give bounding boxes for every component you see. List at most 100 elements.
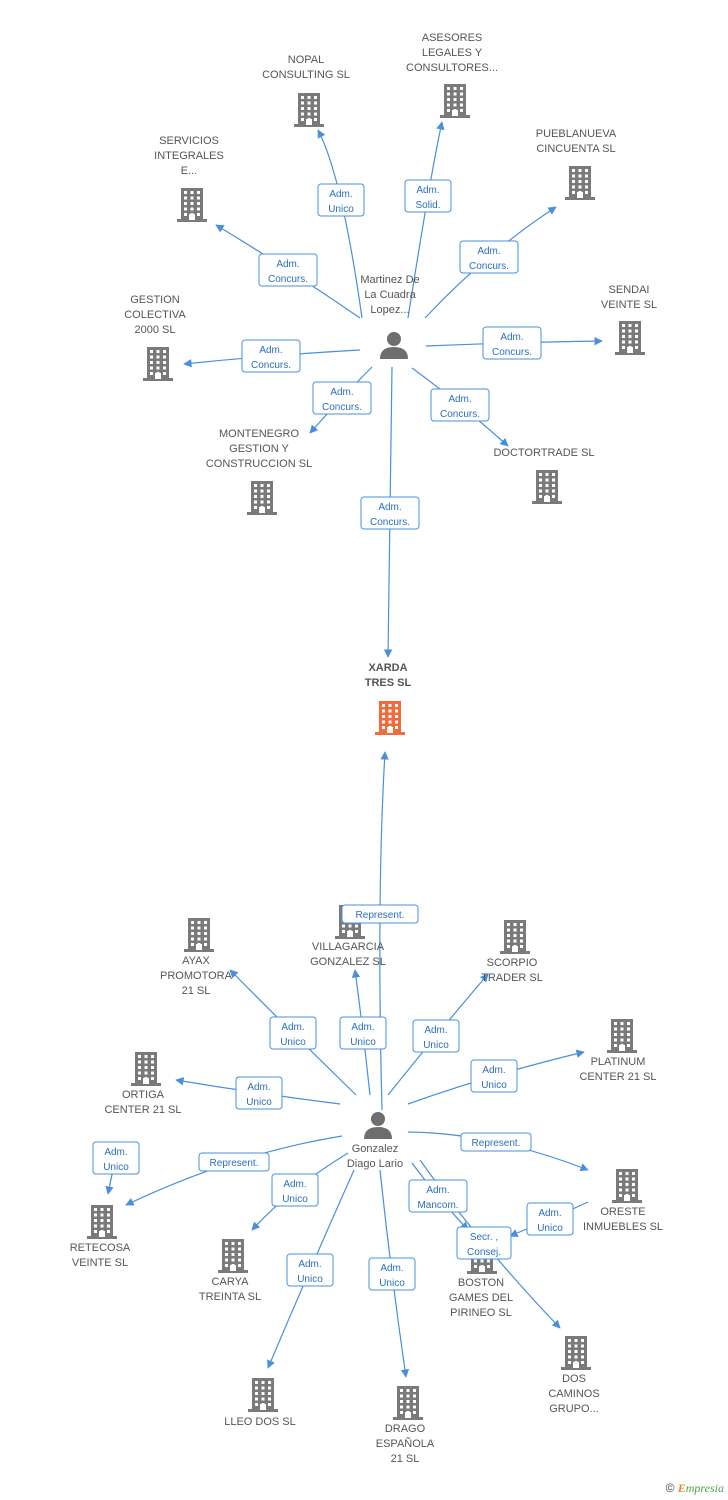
node-label[interactable]: GAMES DEL xyxy=(449,1292,513,1304)
role-badge[interactable]: Adm.Unico xyxy=(368,1257,416,1291)
building-icon[interactable] xyxy=(184,918,214,952)
node-label[interactable]: INMUEBLES SL xyxy=(583,1221,663,1233)
role-badge[interactable]: Adm.Concurs. xyxy=(430,388,490,422)
center-company-icon[interactable] xyxy=(375,701,405,735)
node-label[interactable]: LEGALES Y xyxy=(422,47,483,59)
person-icon[interactable] xyxy=(380,332,408,359)
node-label[interactable]: GESTION Y xyxy=(229,443,289,455)
node-label[interactable]: CAMINOS xyxy=(548,1388,599,1400)
role-badge[interactable]: Represent. xyxy=(460,1132,532,1152)
building-icon[interactable] xyxy=(440,84,470,118)
node-label[interactable]: TRES SL xyxy=(365,677,412,689)
node-label[interactable]: VEINTE SL xyxy=(72,1257,128,1269)
node-label[interactable]: LLEO DOS SL xyxy=(224,1416,296,1428)
role-badge[interactable]: Adm.Unico xyxy=(317,183,365,217)
node-label[interactable]: AYAX xyxy=(182,955,210,967)
node-label[interactable]: SCORPIO xyxy=(487,957,538,969)
role-badge[interactable]: Adm.Concurs. xyxy=(482,326,542,360)
building-icon[interactable] xyxy=(532,470,562,504)
node-label[interactable]: VILLAGARCIA xyxy=(312,941,385,953)
building-icon[interactable] xyxy=(393,1386,423,1420)
node-label[interactable]: ORESTE xyxy=(600,1206,645,1218)
node-label[interactable]: GONZALEZ SL xyxy=(310,956,386,968)
node-label[interactable]: PROMOTORA xyxy=(160,970,233,982)
building-icon[interactable] xyxy=(612,1169,642,1203)
node-label[interactable]: SENDAI xyxy=(609,284,650,296)
node-label[interactable]: ASESORES xyxy=(422,32,483,44)
role-badge[interactable]: Represent. xyxy=(341,904,419,924)
node-label[interactable]: MONTENEGRO xyxy=(219,428,300,440)
node-label[interactable]: CONSTRUCCION SL xyxy=(206,458,312,470)
building-icon[interactable] xyxy=(248,1378,278,1412)
role-badge[interactable]: Adm.Solid. xyxy=(404,179,452,213)
node-label[interactable]: 2000 SL xyxy=(135,324,176,336)
node-label[interactable]: E... xyxy=(181,165,198,177)
node-label[interactable]: TREINTA SL xyxy=(199,1291,261,1303)
node-label[interactable]: INTEGRALES xyxy=(154,150,224,162)
role-badge[interactable]: Adm.Unico xyxy=(339,1016,387,1050)
building-icon[interactable] xyxy=(615,321,645,355)
node-label[interactable]: DOS xyxy=(562,1373,586,1385)
node-label[interactable]: CONSULTING SL xyxy=(262,69,350,81)
node-label[interactable]: COLECTIVA xyxy=(124,309,186,321)
node-label[interactable]: PUEBLANUEVA xyxy=(536,128,617,140)
role-label: Mancom. xyxy=(417,1200,458,1211)
node-label[interactable]: DRAGO xyxy=(385,1423,426,1435)
node-label[interactable]: XARDA xyxy=(368,662,407,674)
node-label[interactable]: Lopez... xyxy=(370,304,409,316)
role-badge[interactable]: Adm.Unico xyxy=(526,1202,574,1236)
node-label[interactable]: SERVICIOS xyxy=(159,135,219,147)
building-icon[interactable] xyxy=(218,1239,248,1273)
role-badge[interactable]: Adm.Unico xyxy=(470,1059,518,1093)
role-badge[interactable]: Adm.Unico xyxy=(271,1173,319,1207)
node-label[interactable]: CINCUENTA SL xyxy=(536,143,615,155)
node-label[interactable]: CENTER 21 SL xyxy=(579,1071,656,1083)
building-icon[interactable] xyxy=(607,1019,637,1053)
role-badge[interactable]: Adm.Concurs. xyxy=(459,240,519,274)
node-label[interactable]: PIRINEO SL xyxy=(450,1307,512,1319)
node-label[interactable]: CARYA xyxy=(212,1276,250,1288)
building-icon[interactable] xyxy=(177,188,207,222)
node-label[interactable]: La Cuadra xyxy=(364,289,416,301)
role-badge[interactable]: Adm.Concurs. xyxy=(241,339,301,373)
building-icon[interactable] xyxy=(247,481,277,515)
role-badge[interactable]: Adm.Unico xyxy=(92,1141,140,1175)
node-label[interactable]: VEINTE SL xyxy=(601,299,657,311)
person-icon[interactable] xyxy=(364,1112,392,1139)
role-badge[interactable]: Adm.Mancom. xyxy=(408,1179,468,1213)
role-badge[interactable]: Adm.Unico xyxy=(235,1076,283,1110)
role-badge[interactable]: Represent. xyxy=(198,1152,270,1172)
node-label[interactable]: RETECOSA xyxy=(70,1242,131,1254)
node-label[interactable]: ORTIGA xyxy=(122,1089,165,1101)
node-label[interactable]: NOPAL xyxy=(288,54,324,66)
node-label[interactable]: BOSTON xyxy=(458,1277,504,1289)
building-icon[interactable] xyxy=(500,920,530,954)
role-badge[interactable]: Adm.Concurs. xyxy=(258,253,318,287)
building-icon[interactable] xyxy=(143,347,173,381)
building-icon[interactable] xyxy=(131,1052,161,1086)
node-label[interactable]: PLATINUM xyxy=(591,1056,646,1068)
role-badge[interactable]: Adm.Unico xyxy=(269,1016,317,1050)
role-badge[interactable]: Adm.Unico xyxy=(286,1253,334,1287)
node-label[interactable]: GESTION xyxy=(130,294,180,306)
node-label[interactable]: Diago Lario xyxy=(347,1158,403,1170)
empresia-logo[interactable]: Empresia xyxy=(677,1481,724,1495)
building-icon[interactable] xyxy=(561,1336,591,1370)
node-label[interactable]: Gonzalez xyxy=(352,1143,398,1155)
node-label[interactable]: Martinez De xyxy=(360,274,419,286)
building-icon[interactable] xyxy=(87,1205,117,1239)
building-icon[interactable] xyxy=(294,93,324,127)
role-badge[interactable]: Adm.Concurs. xyxy=(360,496,420,530)
node-label[interactable]: CENTER 21 SL xyxy=(104,1104,181,1116)
role-badge[interactable]: Adm.Unico xyxy=(412,1019,460,1053)
node-label[interactable]: CONSULTORES... xyxy=(406,62,498,74)
node-label[interactable]: TRADER SL xyxy=(481,972,543,984)
node-label[interactable]: 21 SL xyxy=(182,985,211,997)
node-label[interactable]: 21 SL xyxy=(391,1453,420,1465)
node-label[interactable]: ESPAÑOLA xyxy=(376,1437,435,1450)
building-icon[interactable] xyxy=(565,166,595,200)
node-label[interactable]: GRUPO... xyxy=(549,1403,599,1415)
node-label[interactable]: DOCTORTRADE SL xyxy=(493,447,594,459)
role-badge[interactable]: Secr. ,Consej. xyxy=(456,1226,512,1260)
role-badge[interactable]: Adm.Concurs. xyxy=(312,381,372,415)
